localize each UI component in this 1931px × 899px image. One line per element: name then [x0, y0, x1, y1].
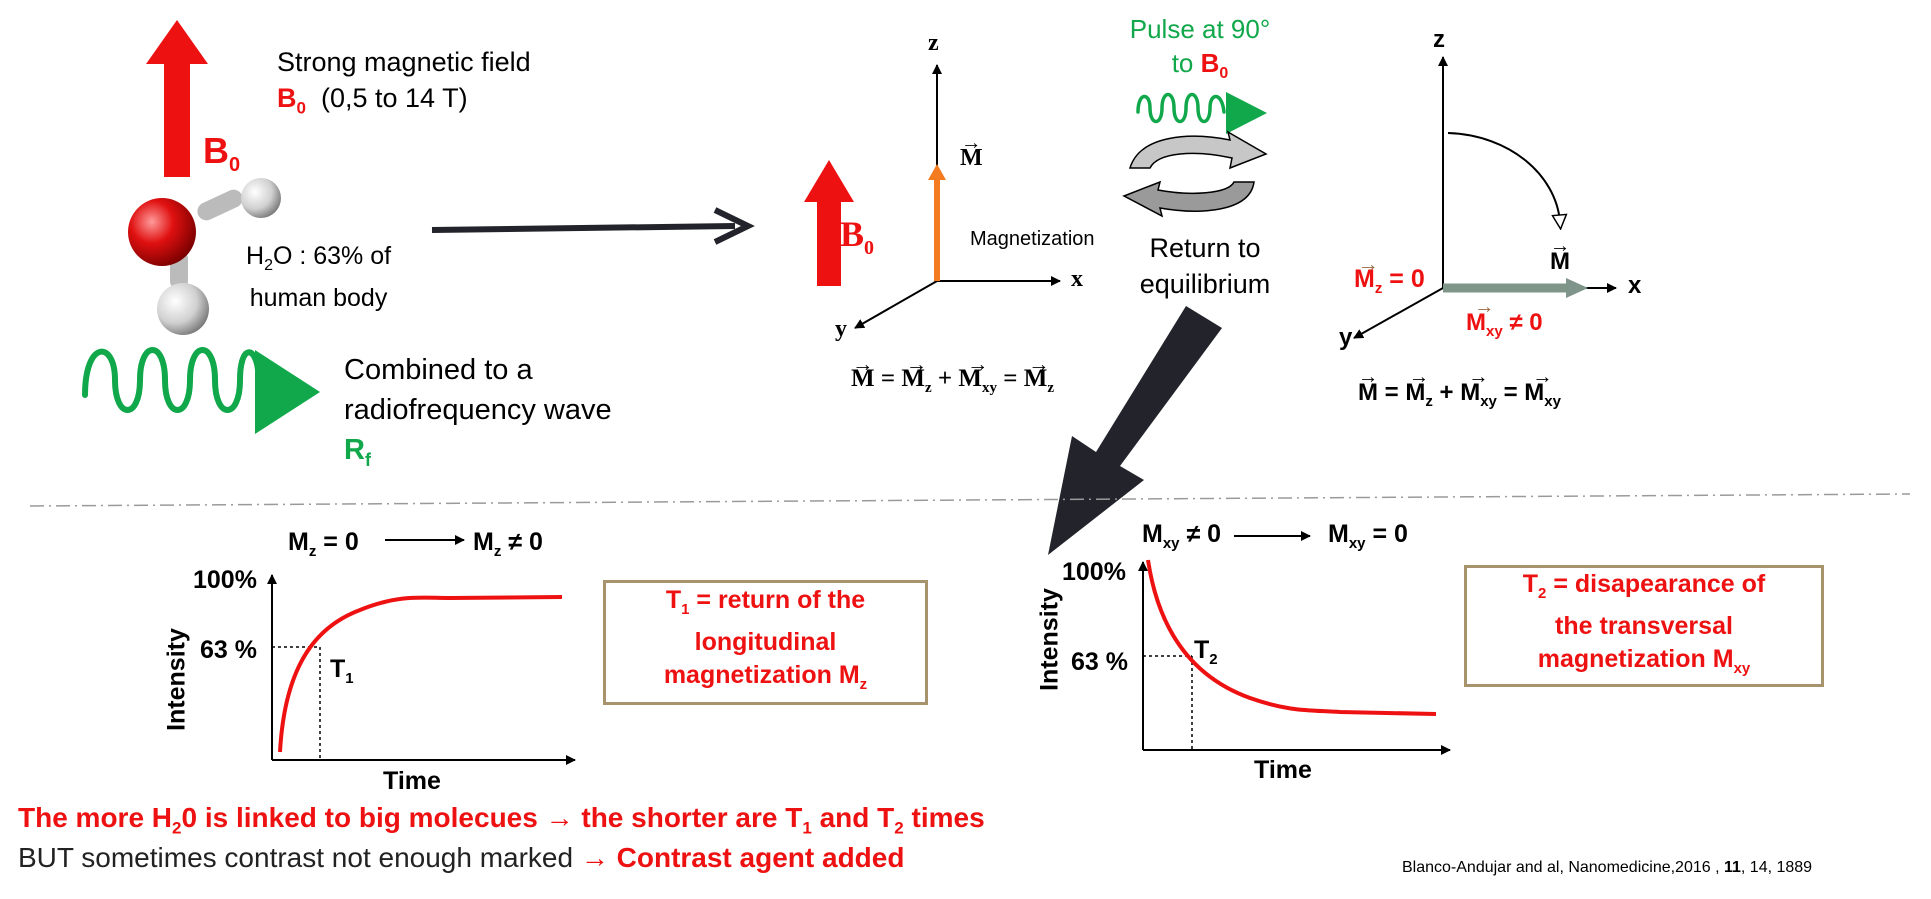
rotation-arc — [1447, 132, 1560, 222]
middle-m-label: M — [960, 132, 983, 172]
t2-y100: 100% — [1062, 558, 1126, 586]
citation: Blanco-Andujar and al, Nanomedicine,2016… — [1402, 859, 1813, 876]
conclusion-line1: The more H20 is linked to big molecues →… — [18, 802, 985, 838]
diagonal-arrow — [1048, 306, 1222, 555]
b0-arrow-medium — [804, 160, 854, 286]
b0-arrow-large — [146, 20, 208, 177]
middle-y-label: y — [835, 316, 847, 342]
t1-xlabel: Time — [383, 767, 441, 795]
t1-graph — [267, 535, 576, 765]
middle-equation: M = Mz + Mxy = Mz — [851, 352, 1054, 397]
right-y-label: y — [1339, 324, 1353, 351]
b0-label-large: B0 — [203, 130, 241, 177]
t2-decay-curve — [1146, 559, 1437, 716]
b0-label-medium: B0 — [840, 214, 875, 260]
t2-condition-left: Mxy ≠ 0 — [1142, 520, 1222, 552]
middle-z-label: z — [928, 30, 939, 56]
t2-xlabel: Time — [1254, 756, 1312, 784]
magnetization-vector — [928, 164, 946, 281]
pulse-wave-icon — [1136, 92, 1267, 134]
rf-description: Combined to a radiofrequency wave Rf — [344, 354, 612, 470]
t1-definition-box: T1 = return of the longitudinal magnetiz… — [603, 580, 928, 705]
separator-line — [29, 493, 1911, 507]
t2-condition-right: Mxy = 0 — [1328, 520, 1408, 552]
rotation-arrows-icon — [1122, 130, 1268, 218]
pulse-label: Pulse at 90° to B0 — [1129, 14, 1271, 83]
transition-arrow — [431, 207, 755, 245]
t1-condition-left: Mz = 0 — [288, 528, 359, 560]
return-equilibrium-label: Return to equilibrium — [1139, 233, 1271, 299]
field-line2: B0 (0,5 to 14 T) — [277, 83, 468, 118]
mxy-nonzero-label: Mxy ≠ 0 — [1466, 296, 1543, 339]
middle-axes — [854, 64, 1061, 329]
h2o-description: H2O : 63% of human body — [246, 242, 392, 312]
t2-graph — [1138, 531, 1451, 755]
right-z-label: z — [1433, 26, 1445, 53]
t2-ylabel: Intensity — [1035, 588, 1064, 691]
right-equation: M = Mz + Mxy = Mxy — [1358, 366, 1561, 409]
t2-marker-label: T2 — [1194, 636, 1218, 668]
t1-recovery-curve — [278, 595, 563, 753]
t1-y63: 63 % — [200, 636, 257, 664]
water-molecule-icon — [128, 178, 281, 335]
mz-zero-label: Mz = 0 — [1354, 252, 1425, 297]
t1-ylabel: Intensity — [162, 628, 191, 731]
field-line1: Strong magnetic field — [277, 47, 531, 77]
right-x-label: x — [1628, 272, 1642, 299]
mxy-vector — [1443, 278, 1588, 298]
t1-condition-right: Mz ≠ 0 — [473, 528, 543, 560]
field-description: Strong magnetic field B0 (0,5 to 14 T) — [277, 44, 531, 126]
rf-wave-icon — [82, 347, 320, 434]
right-m-label: M — [1550, 235, 1570, 276]
t1-marker-label: T1 — [330, 655, 354, 687]
t1-y100: 100% — [193, 566, 257, 594]
t2-y63: 63 % — [1071, 648, 1128, 676]
conclusion-line2: BUT sometimes contrast not enough marked… — [18, 842, 905, 873]
t2-definition-box: T2 = disapearance of the transversal mag… — [1464, 565, 1824, 687]
magnetization-label: Magnetization — [970, 228, 1095, 250]
middle-x-label: x — [1071, 266, 1083, 292]
